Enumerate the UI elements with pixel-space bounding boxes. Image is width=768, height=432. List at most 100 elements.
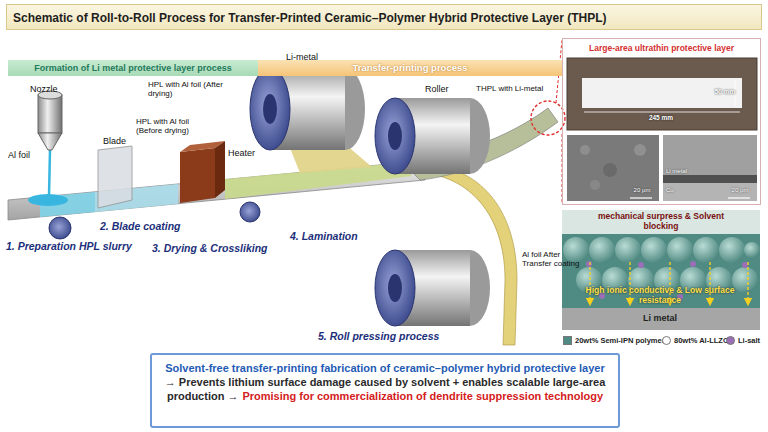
nozzle	[38, 95, 62, 133]
property-note: High ionic conductive & Low surface resi…	[570, 286, 750, 306]
photo-image	[582, 78, 742, 108]
step-label: 4. Lamination	[290, 230, 390, 242]
under-roller	[240, 202, 260, 222]
layer-structure	[562, 308, 760, 330]
heater	[180, 141, 225, 203]
legend-item: Li-salt	[726, 334, 762, 346]
layer-structure	[747, 262, 748, 302]
layer-label: Li metal	[630, 313, 690, 323]
bottom-roller	[375, 250, 415, 326]
blade	[98, 146, 132, 208]
photo-image	[567, 58, 757, 130]
layer-structure	[586, 261, 592, 267]
legend-text: 80wt% Al-LLZO	[674, 336, 729, 345]
sem-image	[663, 135, 757, 175]
press-roller	[375, 98, 415, 174]
legend-item: 20wt% Semi-IPN polymer	[563, 334, 661, 346]
layer-structure	[562, 210, 760, 308]
layer-structure	[562, 234, 760, 308]
summary-box: Solvent-free transfer-printing fabricati…	[150, 353, 620, 428]
layer-structure	[562, 210, 760, 330]
part-label: THPL with Li-metal	[476, 84, 544, 93]
sem-image	[603, 163, 617, 177]
nozzle	[38, 133, 62, 150]
al-foil-after-transfer	[418, 166, 517, 345]
part-label: HPL with Al foil (After drying)	[148, 80, 226, 98]
sem-image	[590, 180, 600, 190]
property-note: mechanical surpress & Solvent blocking	[595, 212, 727, 232]
press-roller	[375, 98, 490, 174]
press-roller	[388, 122, 402, 150]
title-text: Schematic of Roll-to-Roll Process for Tr…	[13, 11, 607, 25]
layer-structure	[667, 237, 693, 263]
step-label: 3. Drying & Crossliking	[152, 242, 282, 254]
layer-structure	[589, 237, 615, 263]
layer-structure	[641, 237, 667, 263]
summary-text: Solvent-free transfer-printing fabricati…	[160, 361, 610, 375]
sem-image	[663, 183, 757, 201]
stage-band: Formation of Li metal protective layer p…	[8, 60, 258, 76]
sem-image	[634, 144, 646, 156]
li-metal-roller	[263, 94, 277, 124]
layer-structure	[563, 237, 589, 263]
layer-structure	[589, 262, 590, 302]
li-metal-roller	[250, 68, 365, 150]
legend-text: Li-salt	[738, 336, 760, 345]
photo-image	[567, 58, 757, 130]
bottom-roller	[388, 274, 402, 302]
under-roller	[49, 217, 71, 239]
part-label: Blade	[103, 136, 143, 146]
layer-structure	[638, 262, 644, 268]
slurry-coating	[49, 150, 50, 196]
part-label: Heater	[228, 148, 268, 158]
part-label: Li-metal	[286, 52, 336, 62]
scale-bar-label: 20 μm	[628, 187, 656, 194]
legend-swatch	[726, 336, 735, 345]
heater	[180, 148, 215, 203]
layer-label: Li metal	[666, 168, 706, 175]
nozzle	[38, 91, 62, 150]
layer-structure	[742, 262, 748, 268]
layer-structure	[709, 262, 710, 302]
layer-structure	[744, 242, 760, 258]
step-label: 1. Preparation HPL slurry	[6, 240, 146, 252]
legend-swatch	[563, 336, 572, 345]
legend-item: 80wt% Al-LLZO	[662, 334, 724, 346]
title-bar: Schematic of Roll-to-Roll Process for Tr…	[6, 4, 762, 30]
sem-image	[567, 135, 659, 201]
legend-text: 20wt% Semi-IPN polymer	[575, 336, 665, 345]
al-foil-after-transfer	[418, 166, 517, 345]
layer-label: Cu	[666, 187, 686, 194]
part-label: Roller	[425, 84, 475, 94]
sem-image	[728, 197, 750, 198]
layer-structure	[693, 237, 719, 263]
summary-highlight: Promising for commercialization of dendr…	[242, 390, 603, 402]
blade	[98, 146, 132, 208]
dimension-label: 245 mm	[640, 114, 682, 121]
layer-structure	[732, 267, 758, 293]
legend-swatch	[662, 336, 671, 345]
part-label: HPL with Al foil (Before drying)	[136, 117, 198, 135]
layer-structure	[690, 261, 696, 267]
layer-structure	[719, 237, 745, 263]
part-label: Nozzle	[30, 84, 80, 94]
photo-image	[584, 112, 740, 113]
zoom-callout	[531, 101, 565, 135]
band-text: Formation of Li metal protective layer p…	[8, 60, 258, 76]
sem-image	[580, 145, 590, 155]
part-label: Al foil After Transfer coating	[522, 250, 584, 268]
panel-heading: Large-area ultrathin protective layer	[563, 43, 760, 53]
li-metal-roller	[250, 68, 290, 150]
photo-image	[567, 58, 757, 130]
stage-band: Transfer-printing process	[258, 60, 562, 76]
layer-structure	[629, 262, 630, 302]
sem-image	[630, 197, 652, 198]
part-label: Al foil	[8, 150, 58, 160]
band-text: Transfer-printing process	[258, 60, 562, 76]
dimension-label: 50 mm	[709, 88, 741, 95]
scale-bar-label: 20 μm	[726, 187, 754, 194]
layer-structure	[615, 237, 641, 263]
bottom-roller	[375, 250, 490, 326]
photo-panel: Large-area ultrathin protective layer	[562, 38, 761, 205]
